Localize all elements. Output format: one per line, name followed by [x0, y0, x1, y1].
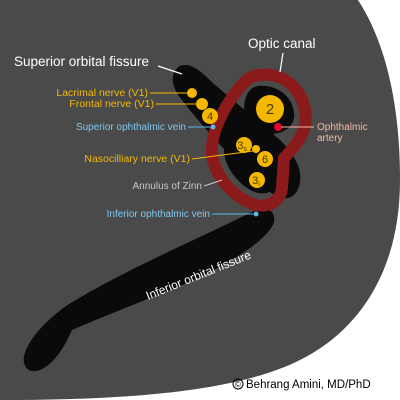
- oculomotor-superior-circle: [236, 137, 252, 153]
- leader-optic-canal: [279, 52, 284, 73]
- oculomotor-inferior-circle: [249, 172, 265, 188]
- ophthalmic-artery-label-line2: artery: [317, 133, 343, 144]
- credit-text: Behrang Amini, MD/PhD: [246, 379, 371, 391]
- superior-ophthalmic-vein-dot: [210, 124, 216, 130]
- annulus-of-zinn-label: Annulus of Zinn: [133, 181, 203, 192]
- oculomotor-inferior-sub: i: [258, 181, 260, 188]
- leader-superior-fissure: [157, 65, 183, 75]
- trochlear-number: 4: [207, 111, 213, 123]
- inferior-orbital-fissure-shape: [23, 208, 275, 372]
- nasociliary-nerve-dot: [252, 145, 260, 153]
- frontal-nerve-label: Frontal nerve (V1): [69, 98, 154, 110]
- abducens-number: 6: [262, 154, 268, 166]
- ophthalmic-artery-dot: [274, 123, 282, 131]
- annulus-of-zinn-ring: [205, 68, 312, 212]
- frontal-nerve-dot: [196, 98, 208, 110]
- ophthalmic-artery-label-line1: Ophthalmic: [317, 122, 368, 133]
- abducens-nerve-circle: [257, 151, 273, 167]
- oculomotor-inferior-number: 3i: [252, 175, 260, 188]
- trochlear-nerve-circle: [202, 108, 218, 124]
- superior-orbital-fissure-label: Superior orbital fissure: [14, 54, 149, 69]
- optic-number: 2: [266, 101, 274, 118]
- inferior-ophthalmic-vein-label: Inferior ophthalmic vein: [107, 209, 210, 220]
- leader-nasociliary: [191, 150, 254, 160]
- optic-canal-label: Optic canal: [248, 36, 316, 51]
- superior-ophthalmic-vein-label: Superior ophthalmic vein: [76, 122, 186, 133]
- copyright-icon: ©: [235, 380, 241, 389]
- nasociliary-nerve-label: Nasocilliary nerve (V1): [84, 153, 190, 165]
- oculomotor-superior-sub: s: [243, 146, 247, 153]
- optic-nerve-circle: [256, 95, 284, 123]
- inferior-ophthalmic-vein-dot: [253, 211, 259, 217]
- lacrimal-nerve-dot: [187, 88, 197, 98]
- lacrimal-nerve-label: Lacrimal nerve (V1): [56, 87, 148, 99]
- oculomotor-superior-number: 3s: [237, 140, 247, 153]
- leader-annulus: [203, 179, 223, 187]
- copyright-icon-ring: [232, 378, 244, 390]
